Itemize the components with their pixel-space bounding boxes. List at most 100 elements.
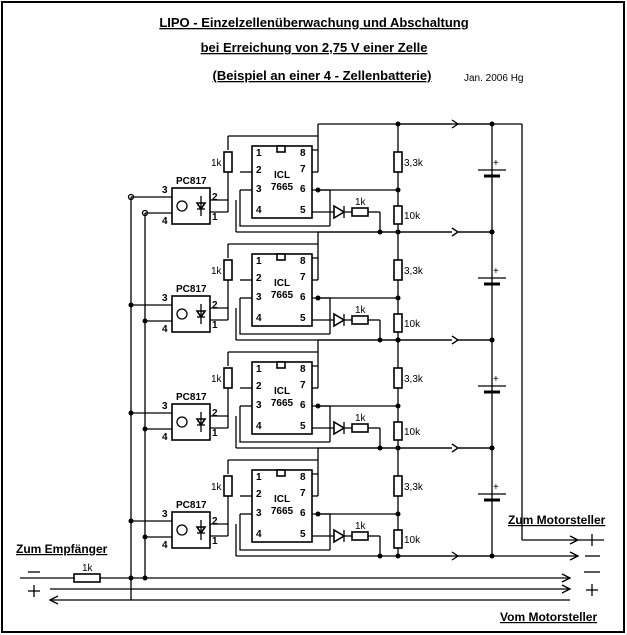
phototransistor-icon <box>176 200 188 212</box>
ic-notch <box>276 361 286 369</box>
resistor-10k <box>393 529 403 549</box>
resistor-led <box>351 423 369 433</box>
ic-notch <box>276 253 286 261</box>
ic-pin-left-1: 1 <box>256 256 262 267</box>
ic-pin-right-8: 8 <box>300 364 306 375</box>
opto-pin-3: 3 <box>162 293 168 304</box>
opto-pin-2: 2 <box>212 516 218 527</box>
ic-label-2: 7665 <box>271 182 294 193</box>
ic-notch <box>276 469 286 477</box>
phototransistor-icon <box>176 308 188 320</box>
resistor-3k3 <box>393 475 403 497</box>
phototransistor-icon <box>176 416 188 428</box>
ic-pin-left-2: 2 <box>256 273 262 284</box>
battery-plus-label: + <box>493 482 499 493</box>
ic-pin-left-1: 1 <box>256 472 262 483</box>
ic-pin-left-2: 2 <box>256 381 262 392</box>
resistor-1k-label: 1k <box>211 482 223 493</box>
led-icon <box>333 528 346 544</box>
ic-pin-left-4: 4 <box>256 421 262 432</box>
opto-pin-3: 3 <box>162 509 168 520</box>
ic-pin-left-4: 4 <box>256 313 262 324</box>
ic-pin-left-1: 1 <box>256 148 262 159</box>
resistor-led-label: 1k <box>355 521 367 532</box>
ic-label-1: ICL <box>274 170 290 181</box>
ic-pin-right-7: 7 <box>300 272 306 283</box>
opto-pin-2: 2 <box>212 408 218 419</box>
battery-plus-label: + <box>493 374 499 385</box>
optocoupler-pc817 <box>171 295 211 333</box>
resistor-10k <box>393 421 403 441</box>
ic-pin-right-5: 5 <box>300 421 306 432</box>
led-icon <box>333 204 346 220</box>
resistor-led-label: 1k <box>355 197 367 208</box>
ic-pin-left-4: 4 <box>256 529 262 540</box>
title-line-1: LIPO - Einzelzellenüberwachung und Absch… <box>159 15 468 30</box>
bottom-bus <box>20 571 600 605</box>
opto-pin-1: 1 <box>212 428 218 439</box>
resistor-1k <box>223 259 233 281</box>
opto-pin-1: 1 <box>212 212 218 223</box>
battery-plus-label: + <box>493 158 499 169</box>
phototransistor-icon <box>176 524 188 536</box>
ic-pin-right-7: 7 <box>300 488 306 499</box>
opto-pin-1: 1 <box>212 536 218 547</box>
resistor-3k3 <box>393 259 403 281</box>
battery-plus-label: + <box>493 266 499 277</box>
title-line-3: (Beispiel an einer 4 - Zellenbatterie) <box>213 68 432 83</box>
opto-pin-3: 3 <box>162 401 168 412</box>
resistor-1k-label: 1k <box>211 266 223 277</box>
ic-pin-right-5: 5 <box>300 529 306 540</box>
ic-pin-right-8: 8 <box>300 256 306 267</box>
ic-label-1: ICL <box>274 278 290 289</box>
optocoupler-pc817 <box>171 187 211 225</box>
ic-pin-left-2: 2 <box>256 489 262 500</box>
ic-pin-right-6: 6 <box>300 292 306 303</box>
ic-pin-left-2: 2 <box>256 165 262 176</box>
title-line-2: bei Erreichung von 2,75 V einer Zelle <box>201 40 428 55</box>
resistor-3k3-label: 3,3k <box>404 158 424 169</box>
label-zum-empfaenger: Zum Empfänger <box>16 542 108 556</box>
led-icon <box>333 420 346 436</box>
resistor-led-label: 1k <box>355 305 367 316</box>
ic-pin-left-3: 3 <box>256 184 262 195</box>
ic-pin-right-6: 6 <box>300 400 306 411</box>
resistor-10k-label: 10k <box>404 535 421 546</box>
ic-label-1: ICL <box>274 494 290 505</box>
ic-label-2: 7665 <box>271 290 294 301</box>
ic-pin-right-6: 6 <box>300 508 306 519</box>
resistor-1k <box>223 475 233 497</box>
led-icon <box>333 312 346 328</box>
opto-pin-2: 2 <box>212 300 218 311</box>
ic-label-2: 7665 <box>271 398 294 409</box>
resistor-led <box>351 315 369 325</box>
ic-pin-left-3: 3 <box>256 400 262 411</box>
date-label: Jan. 2006 Hg <box>464 73 524 84</box>
resistor-led-label: 1k <box>355 413 367 424</box>
resistor-10k <box>393 205 403 225</box>
ic-icl7665 <box>251 145 313 219</box>
optocoupler-label: PC817 <box>176 284 207 295</box>
resistor-3k3 <box>393 367 403 389</box>
ic-pin-right-8: 8 <box>300 148 306 159</box>
ic-pin-right-8: 8 <box>300 472 306 483</box>
ic-pin-left-3: 3 <box>256 292 262 303</box>
ic-pin-right-5: 5 <box>300 313 306 324</box>
optocoupler-label: PC817 <box>176 500 207 511</box>
resistor-led <box>351 207 369 217</box>
resistor-3k3-label: 3,3k <box>404 374 424 385</box>
ic-pin-left-1: 1 <box>256 364 262 375</box>
ic-pin-right-5: 5 <box>300 205 306 216</box>
resistor-1k <box>223 151 233 173</box>
ic-pin-right-7: 7 <box>300 380 306 391</box>
resistor-3k3 <box>393 151 403 173</box>
ic-notch <box>276 145 286 153</box>
resistor-10k-label: 10k <box>404 319 421 330</box>
optocoupler-label: PC817 <box>176 392 207 403</box>
opto-pin-3: 3 <box>162 185 168 196</box>
ic-pin-left-4: 4 <box>256 205 262 216</box>
input-resistor-label: 1k <box>82 563 94 574</box>
